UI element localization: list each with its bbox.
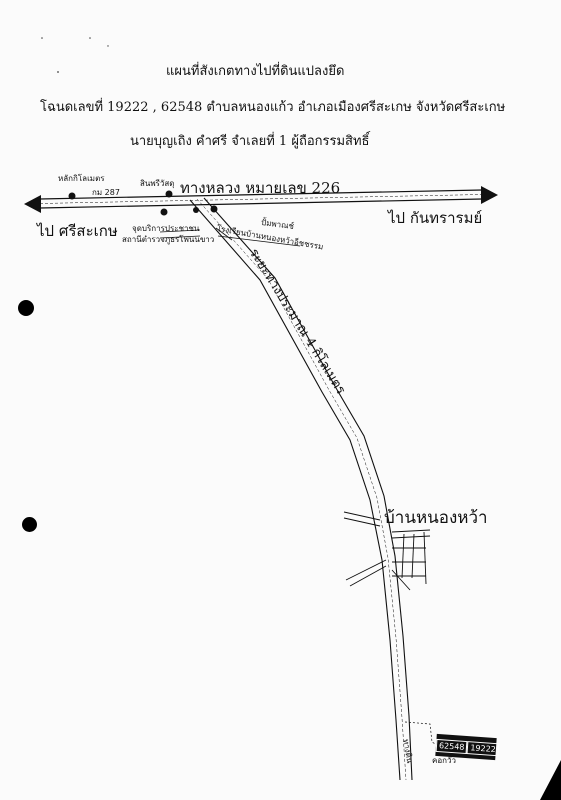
service-point-dot bbox=[160, 208, 168, 216]
highway-label: ทางหลวง หมายเลข 226 bbox=[180, 179, 341, 197]
service-label: จุดบริการประชาชน bbox=[132, 224, 200, 233]
east-destination: ไป กันทรารมย์ bbox=[388, 209, 483, 227]
village-roads bbox=[343, 511, 431, 591]
side-road-junction bbox=[159, 227, 301, 247]
km-marker-value: กม 287 bbox=[92, 188, 120, 197]
km-marker-dot bbox=[68, 192, 76, 200]
highway-226 bbox=[39, 189, 483, 209]
police-label: สถานีตำรวจภูธรโพนนขาว bbox=[122, 235, 215, 244]
km-marker-label: หลักกิโลเมตร bbox=[58, 174, 105, 183]
lot-number-1: 62548 bbox=[435, 738, 468, 754]
shop-dot bbox=[165, 190, 173, 198]
west-destination: ไป ศรีสะเกษ bbox=[37, 222, 118, 240]
arrow-west-icon bbox=[24, 195, 41, 213]
school-dot bbox=[193, 207, 199, 213]
shop-label: สินพรีวัสดุ bbox=[140, 179, 175, 188]
main-road-south bbox=[189, 197, 413, 781]
scan-corner-mark bbox=[540, 760, 561, 800]
scan-hole-top bbox=[18, 300, 34, 316]
pond-label: คอกวัว bbox=[432, 756, 456, 765]
lot-number-2: 19222 bbox=[466, 740, 500, 756]
deed-line: โฉนดเลขที่ 19222 , 62548 ตำบลหนองแก้ว อำ… bbox=[40, 100, 506, 115]
scan-hole-bottom bbox=[22, 517, 37, 532]
gas-station-dot bbox=[210, 205, 218, 213]
owner-line: นายบุญเถิง คำศรี จำเลยที่ 1 ผู้ถือกรรมสิ… bbox=[130, 134, 370, 149]
page-title: แผนที่สังเกตทางไปที่ดินแปลงยึด bbox=[166, 64, 345, 79]
village-label: บ้านหนองหว้า bbox=[384, 508, 488, 528]
arrow-east-icon bbox=[481, 186, 498, 204]
